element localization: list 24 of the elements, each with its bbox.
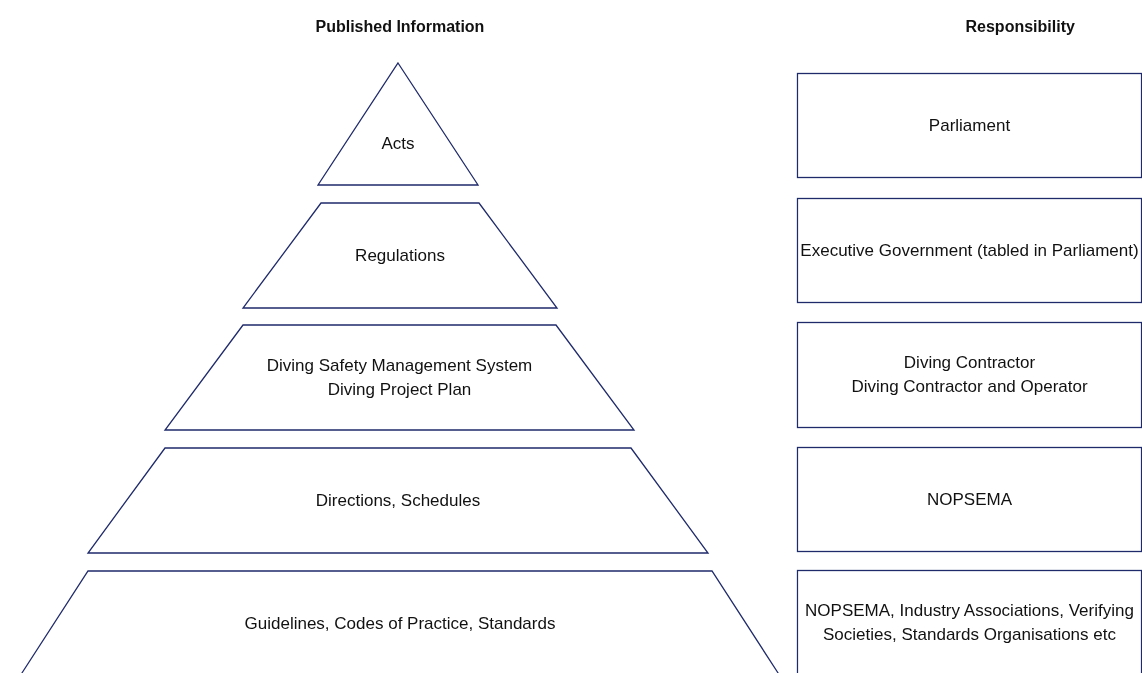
level-text: Regulations bbox=[355, 244, 445, 267]
level-text: Diving Project Plan bbox=[327, 378, 472, 401]
responsibility-box bbox=[797, 198, 1142, 303]
responsibility-text: Parliament bbox=[928, 114, 1011, 137]
pyramid-level bbox=[20, 571, 780, 673]
responsibility-box bbox=[797, 322, 1142, 428]
responsibility-box bbox=[797, 570, 1142, 673]
responsibility-text: Diving Contractor bbox=[903, 352, 1036, 374]
responsibility-text: NOPSEMA, Industry Associations, Verifying Societies, Standards Organisations etc bbox=[804, 600, 1135, 646]
level-text: Acts bbox=[381, 133, 415, 155]
responsibility-text: Executive Government (tabled in Parliament) bbox=[800, 239, 1139, 262]
responsibility-text: Diving Contractor and Operator bbox=[851, 376, 1088, 398]
pyramid-apex bbox=[318, 63, 478, 185]
column-heading: Responsibility bbox=[965, 18, 1075, 36]
level-text: Directions, Schedules bbox=[315, 489, 481, 512]
level-text: Diving Safety Management System bbox=[266, 354, 533, 377]
level-text: Guidelines, Codes of Practice, Standards bbox=[244, 612, 556, 635]
responsibility-box bbox=[797, 73, 1142, 178]
pyramid-level bbox=[88, 448, 708, 553]
responsibility-box bbox=[797, 447, 1142, 552]
pyramid-level bbox=[165, 325, 634, 430]
responsibility-text: NOPSEMA bbox=[927, 488, 1012, 511]
column-heading: Published Information bbox=[315, 18, 485, 36]
pyramid-level bbox=[243, 203, 557, 308]
